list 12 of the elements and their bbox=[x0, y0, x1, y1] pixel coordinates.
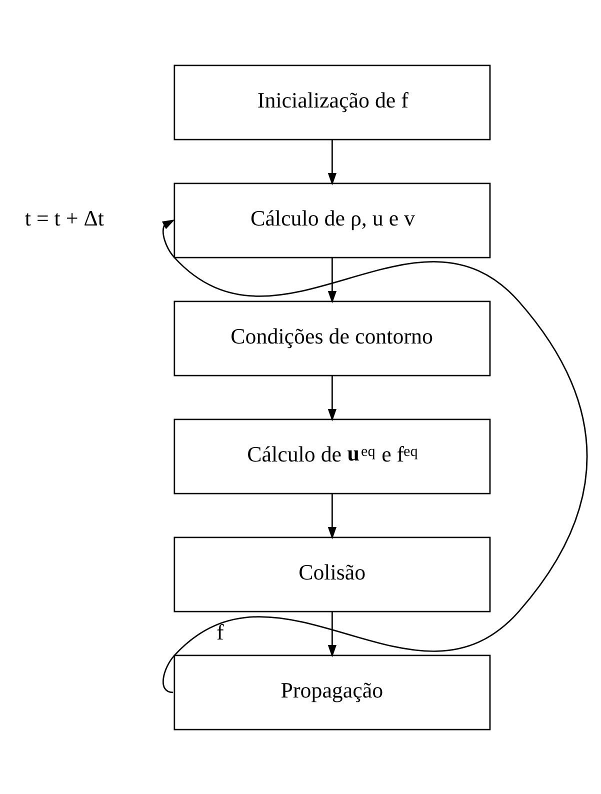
label: t = t + Δt bbox=[24, 205, 104, 230]
arrow bbox=[328, 257, 337, 303]
arrow bbox=[328, 611, 337, 657]
arrow bbox=[328, 139, 337, 185]
node-box: Colisão bbox=[174, 536, 491, 612]
node-box: Condições de contorno bbox=[174, 300, 491, 376]
edge-label: f bbox=[216, 618, 224, 644]
arrow bbox=[328, 375, 337, 421]
node-box: Cálculo de ρ, u e v bbox=[174, 182, 491, 258]
arrow bbox=[328, 493, 337, 539]
node-box: Propagação bbox=[174, 654, 491, 730]
node-box: Inicialização de f bbox=[174, 64, 491, 140]
